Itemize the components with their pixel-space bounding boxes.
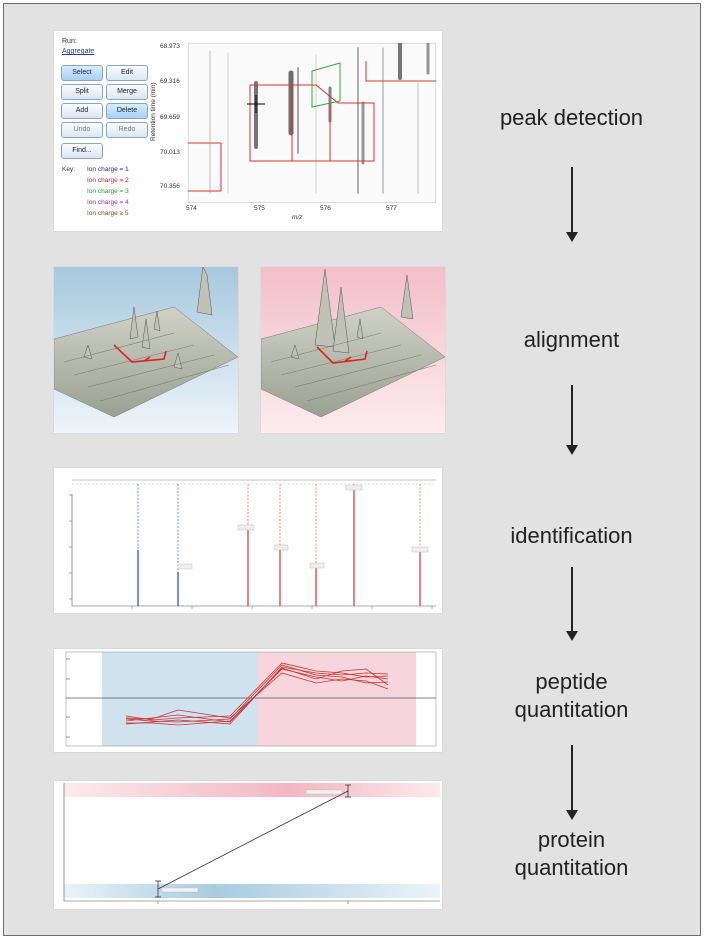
figure-frame: Run: Aggregate Select Edit Split Merge A… [3, 3, 701, 936]
select-label: Select [72, 69, 92, 76]
split-label: Split [75, 88, 89, 95]
select-button[interactable]: Select [61, 65, 103, 81]
stage-alignment: alignment [523, 327, 620, 352]
key-item-charge-2: Ion charge = 2 [87, 177, 129, 184]
arrow-down-icon [566, 567, 578, 641]
redo-button[interactable]: Redo [106, 122, 148, 138]
stage-peak-detection: peak detection [499, 105, 644, 130]
delete-label: Delete [116, 107, 138, 114]
find-label: Find... [72, 147, 92, 154]
x-tick-576: 576 [320, 205, 331, 212]
delete-button[interactable]: Delete [106, 103, 148, 119]
arrow-down-icon [566, 745, 578, 820]
key-item-charge-1: Ion charge = 1 [87, 166, 129, 173]
y-tick-3: 69.659 [160, 114, 180, 121]
peak-heatmap[interactable] [188, 43, 436, 203]
stage-protein-quantitation: protein quantitation [459, 826, 684, 882]
merge-label: Merge [117, 88, 137, 95]
redo-label: Redo [118, 126, 136, 133]
alignment-surface-run-a [54, 267, 238, 433]
peptide-quantitation-plot [54, 649, 442, 752]
peak-detection-panel: Run: Aggregate Select Edit Split Merge A… [54, 31, 442, 231]
x-axis-label: m/z [292, 214, 303, 221]
alignment-surface-run-b [261, 267, 445, 433]
key-item-charge-5plus: Ion charge ≥ 5 [87, 210, 129, 217]
y-tick-5: 70.356 [160, 183, 180, 190]
split-button[interactable]: Split [61, 84, 103, 100]
key-item-charge-3: Ion charge = 3 [87, 188, 129, 195]
x-tick-577: 577 [386, 205, 397, 212]
merge-button[interactable]: Merge [106, 84, 148, 100]
x-tick-574: 574 [186, 205, 197, 212]
identification-spectrum [54, 468, 442, 613]
undo-button[interactable]: Undo [61, 122, 103, 138]
stage-peptide-quantitation: peptide quantitation [459, 668, 684, 724]
run-label: Run: [62, 38, 77, 45]
key-item-charge-4: Ion charge = 4 [87, 199, 129, 206]
run-aggregate-link[interactable]: Aggregate [62, 48, 95, 55]
stage-protein-quantitation-label: protein quantitation [514, 827, 629, 880]
find-button[interactable]: Find... [61, 143, 103, 159]
edit-label: Edit [120, 69, 134, 76]
stage-peptide-quantitation-label: peptide quantitation [514, 669, 629, 722]
edit-button[interactable]: Edit [106, 65, 148, 81]
arrow-down-icon [566, 385, 578, 455]
y-tick-4: 70.013 [160, 149, 180, 156]
undo-label: Undo [73, 126, 91, 133]
arrow-down-icon [566, 167, 578, 242]
add-button[interactable]: Add [61, 103, 103, 119]
y-axis-label: Retention time (min) [150, 82, 157, 141]
key-label: Key: [62, 166, 76, 173]
protein-quantitation-plot [54, 781, 442, 909]
y-tick-1: 68.973 [160, 43, 180, 50]
x-tick-575: 575 [254, 205, 265, 212]
stage-identification: identification [510, 523, 633, 548]
add-label: Add [75, 107, 89, 114]
y-tick-2: 69.316 [160, 78, 180, 85]
